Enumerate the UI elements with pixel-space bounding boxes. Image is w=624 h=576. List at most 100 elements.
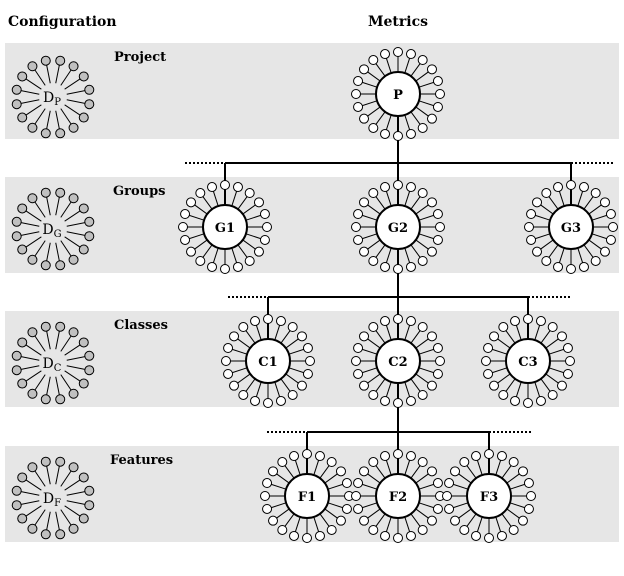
spoke-line: [548, 244, 559, 258]
spoke-line: [274, 325, 281, 341]
spoke-dot: [405, 451, 416, 462]
spoke-line: [410, 63, 421, 77]
spoke-line: [588, 239, 602, 250]
spoke-dot: [535, 316, 546, 327]
connectors: [224, 111, 572, 477]
spoke-dot: [78, 513, 89, 524]
spoke-dot: [11, 500, 22, 511]
spoke-dot: [380, 451, 391, 462]
spoke-line: [319, 465, 330, 479]
spoke-line: [66, 491, 85, 496]
spoke-dot: [17, 244, 28, 255]
spoke-dot: [232, 182, 243, 193]
spoke-line: [46, 197, 51, 216]
spoke-line: [60, 69, 72, 86]
spoke-line: [55, 197, 60, 216]
spoke-dot: [526, 209, 537, 220]
spoke-dot: [380, 395, 391, 406]
spoke-dot: [578, 182, 589, 193]
spoke-dot: [275, 395, 286, 406]
spoke-dot: [27, 193, 38, 204]
spoke-dot: [84, 216, 95, 227]
spoke-line: [404, 58, 411, 74]
spoke-line: [327, 502, 343, 509]
spoke-dot: [296, 380, 307, 391]
metric-node-f3: F3: [442, 449, 536, 543]
spoke-dot: [40, 394, 51, 405]
spoke-dot: [432, 368, 443, 379]
config-node-groups: DG: [11, 187, 95, 271]
spoke-line: [418, 348, 434, 355]
spoke-dot: [244, 188, 255, 199]
spoke-dot: [432, 343, 443, 354]
config-subscript: C: [54, 363, 62, 374]
spoke-line: [540, 330, 551, 344]
spoke-line: [255, 381, 262, 397]
spoke-line: [410, 244, 421, 258]
config-letter: D: [43, 491, 54, 507]
spoke-line: [404, 460, 411, 476]
spoke-line: [64, 78, 81, 90]
spoke-line: [385, 58, 392, 74]
spoke-line: [506, 473, 520, 484]
spoke-line: [367, 473, 381, 484]
spoke-line: [415, 473, 429, 484]
config-label-features: DF: [43, 491, 61, 509]
spoke-dot: [489, 380, 500, 391]
spoke-dot: [78, 337, 89, 348]
spoke-line: [245, 233, 261, 240]
spoke-dot: [84, 99, 95, 110]
spoke-dot: [450, 466, 461, 477]
metric-node-label: G2: [388, 221, 408, 236]
spoke-line: [492, 367, 508, 374]
spoke-dot: [496, 530, 507, 541]
spoke-line: [189, 214, 205, 221]
metric-node-label: P: [393, 88, 403, 103]
spoke-dot: [553, 182, 564, 193]
spoke-dot: [253, 246, 264, 257]
spoke-dot: [17, 378, 28, 389]
spoke-line: [237, 244, 248, 258]
spoke-dot: [229, 331, 240, 342]
spoke-dot: [380, 49, 391, 60]
spoke-line: [577, 191, 584, 207]
spoke-line: [591, 214, 607, 221]
spoke-dot: [417, 255, 428, 266]
spoke-line: [285, 373, 299, 384]
spoke-line: [410, 378, 421, 392]
spoke-dot: [556, 331, 567, 342]
spoke-dot: [17, 472, 28, 483]
spoke-dot: [426, 466, 437, 477]
spoke-line: [237, 196, 248, 210]
spoke-dot: [483, 343, 494, 354]
spoke-line: [509, 483, 525, 490]
spoke-dot: [432, 101, 443, 112]
spoke-dot: [498, 322, 509, 333]
spoke-line: [362, 81, 378, 88]
spoke-dot: [432, 503, 443, 514]
spoke-dot: [393, 314, 403, 324]
spoke-line: [497, 338, 511, 349]
spoke-line: [540, 204, 554, 215]
spoke-dot: [393, 180, 403, 190]
metric-node-c2: C2: [351, 314, 445, 408]
spoke-line: [415, 239, 429, 250]
spoke-dot: [517, 515, 528, 526]
spoke-line: [515, 325, 522, 341]
spoke-dot: [435, 356, 445, 366]
spoke-line: [375, 378, 386, 392]
spoke-dot: [417, 322, 428, 333]
spoke-dot: [11, 216, 22, 227]
spoke-dot: [78, 472, 89, 483]
metric-node-circle: [466, 473, 512, 519]
spoke-line: [55, 65, 60, 84]
spoke-dot: [78, 244, 89, 255]
spoke-line: [362, 233, 378, 240]
spoke-dot: [435, 89, 445, 99]
spoke-dot: [510, 316, 521, 327]
spoke-dot: [353, 101, 364, 112]
spoke-line: [66, 356, 85, 361]
spoke-line: [545, 338, 559, 349]
spoke-dot: [359, 197, 370, 208]
